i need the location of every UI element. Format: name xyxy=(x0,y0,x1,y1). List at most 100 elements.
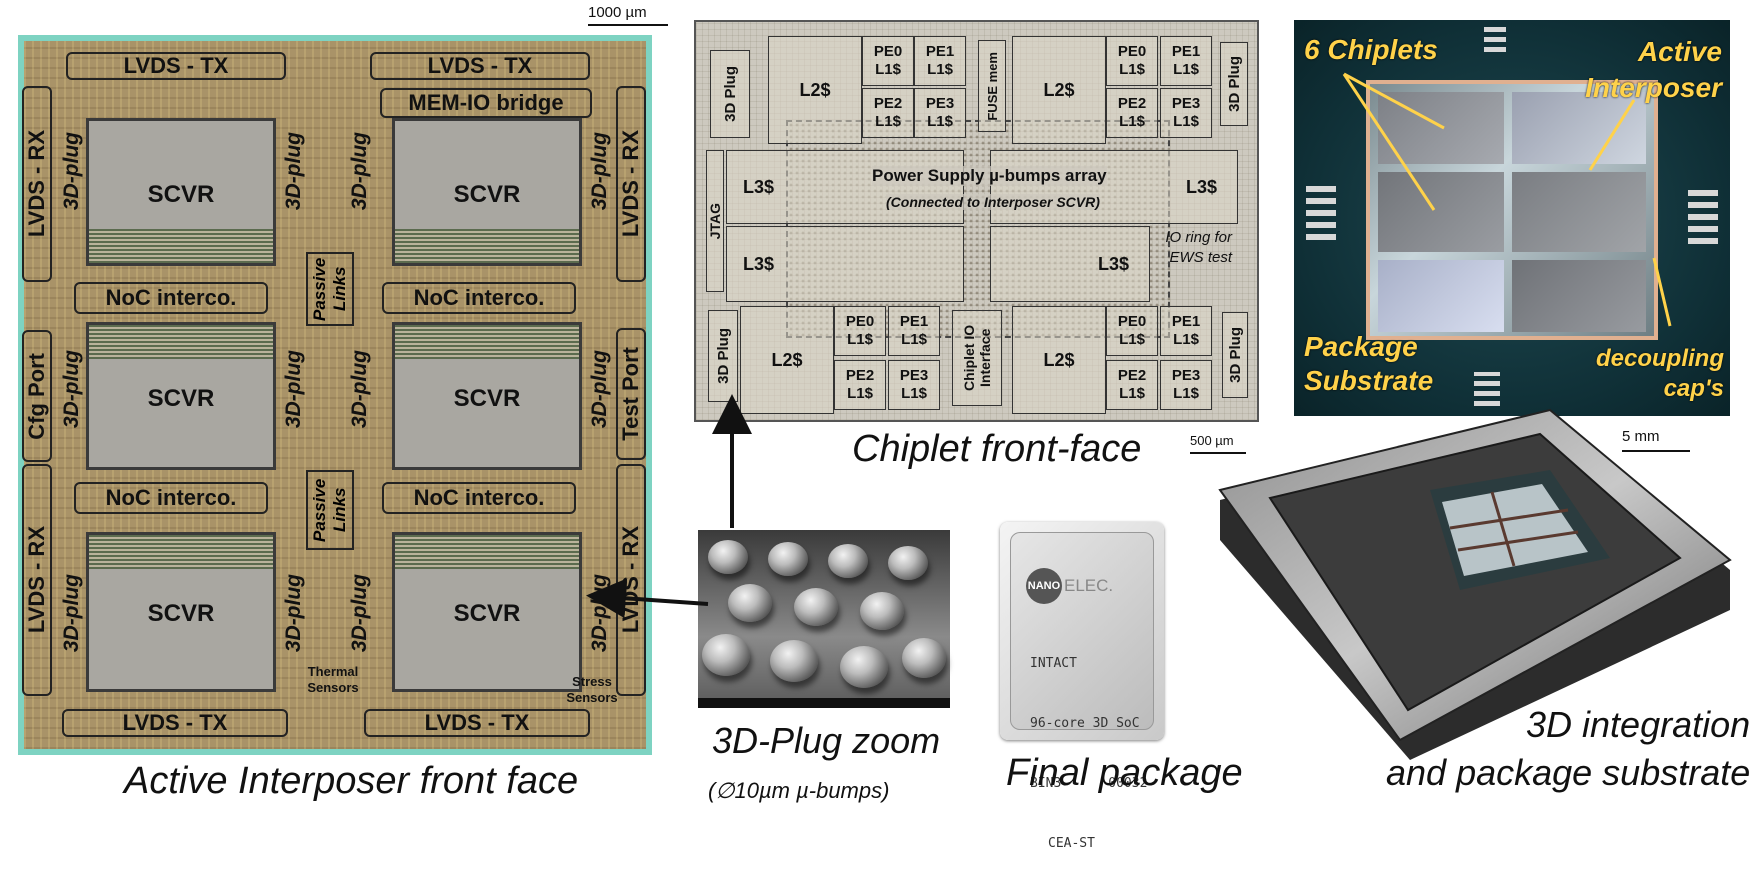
passive-links-lower: Passive Links xyxy=(306,470,354,550)
chiplet-io-interface: Chiplet IO Interface xyxy=(952,310,1002,406)
plug-zoom-caption: 3D-Plug zoom xyxy=(712,720,941,761)
final-package-lid xyxy=(1010,532,1154,730)
scvr-block: SCVR xyxy=(392,118,582,266)
power-supply-sub: (Connected to Interposer SCVR) xyxy=(886,194,1100,210)
chiplet-caption: Chiplet front-face xyxy=(852,428,1142,470)
scvr-block: SCVR xyxy=(86,322,276,470)
lvds-tx-bottom-left: LVDS - TX xyxy=(62,709,288,737)
decoupling-caps-label: decoupling cap's xyxy=(1596,345,1724,402)
l2-cache: L2$ xyxy=(1012,36,1106,144)
active-interposer-label: Active Interposer xyxy=(1585,36,1722,103)
l2-cache: L2$ xyxy=(768,36,862,144)
decoupling-caps-right xyxy=(1688,184,1718,244)
l2-cache: L2$ xyxy=(1012,306,1106,414)
test-port: Test Port xyxy=(616,328,646,460)
six-chiplets-label: 6 Chiplets xyxy=(1304,34,1438,65)
chiplet-square xyxy=(1378,260,1504,332)
plug-zoom-sub: (∅10µm µ-bumps) xyxy=(708,778,890,803)
package-substrate-label: Package Substrate xyxy=(1304,331,1434,396)
lvds-tx-bottom-right: LVDS - TX xyxy=(364,709,590,737)
micro-bump xyxy=(902,638,946,678)
lvds-tx-top-right: LVDS - TX xyxy=(370,52,590,80)
l3-cache: L3$ xyxy=(990,226,1150,302)
micro-bump xyxy=(708,540,748,574)
integration-caption-line1: 3D integration xyxy=(1526,704,1750,745)
stress-sensors-label: Stress Sensors xyxy=(566,674,618,705)
cfg-port: Cfg Port xyxy=(22,330,52,462)
noc-interco: NoC interco. xyxy=(382,282,576,314)
integration-caption-line2: and package substrate xyxy=(1386,752,1750,793)
fuse-mem: FUSE mem xyxy=(978,40,1006,132)
package-photo-arrows xyxy=(1342,72,1672,327)
nanoelec-logo-text: ELEC. xyxy=(1064,576,1114,595)
chiplet-3d-plug: 3D Plug xyxy=(1220,42,1248,126)
chiplet-square xyxy=(1512,92,1646,164)
lvds-rx-left-top: LVDS - RX xyxy=(22,86,52,282)
chiplet-square xyxy=(1512,172,1646,252)
l3-cache: L3$ xyxy=(726,150,964,224)
power-supply-title: Power Supply µ-bumps array xyxy=(872,166,1107,186)
l2-cache: L2$ xyxy=(740,306,834,414)
chiplet-3d-plug: 3D Plug xyxy=(710,50,750,138)
chiplet-square xyxy=(1512,260,1646,332)
nanoelec-logo: NANO ELEC. xyxy=(1026,568,1113,604)
integration-package xyxy=(1218,408,1732,760)
micro-bump xyxy=(768,542,808,576)
noc-interco: NoC interco. xyxy=(74,282,268,314)
micro-bump xyxy=(828,544,868,578)
micro-bump xyxy=(888,546,928,580)
lvds-tx-top-left: LVDS - TX xyxy=(66,52,286,80)
scvr-block: SCVR xyxy=(86,532,276,692)
micro-bump xyxy=(702,634,750,676)
io-ring-label: IO ring for EWS test xyxy=(1165,229,1232,266)
micro-bump xyxy=(860,592,904,630)
micro-bump xyxy=(840,646,888,688)
plug-zoom-image xyxy=(698,530,950,708)
scvr-block: SCVR xyxy=(392,322,582,470)
lvds-rx-left-bottom: LVDS - RX xyxy=(22,464,52,696)
l3-cache: L3$ xyxy=(990,150,1238,224)
chiplet-3d-plug: 3D Plug xyxy=(1222,312,1248,398)
micro-bump xyxy=(770,640,818,682)
decoupling-caps-left xyxy=(1306,180,1336,240)
thermal-sensors-label: Thermal Sensors xyxy=(307,664,359,695)
final-package-caption: Final package xyxy=(1006,752,1243,794)
micro-bump xyxy=(728,584,772,622)
decoupling-caps-bottom xyxy=(1474,372,1500,406)
connector-arrows xyxy=(586,394,752,619)
interposer-caption: Active Interposer front face xyxy=(124,760,579,802)
scvr-block: SCVR xyxy=(392,532,582,692)
interposer-scale-bar: 1000 µm xyxy=(588,4,668,26)
scvr-block: SCVR xyxy=(86,118,276,266)
lvds-rx-right-top: LVDS - RX xyxy=(616,86,646,282)
jtag-block: JTAG xyxy=(706,150,724,292)
mem-io-bridge: MEM-IO bridge xyxy=(380,88,592,118)
noc-interco: NoC interco. xyxy=(382,482,576,514)
decoupling-caps-top xyxy=(1484,24,1506,52)
l3-cache: L3$ xyxy=(726,226,964,302)
package-photo-scale-bar: 5 mm xyxy=(1622,428,1690,454)
micro-bump xyxy=(794,588,838,626)
final-package-marking: INTACT 96-core 3D SoC BIN3 00032 CEA-ST xyxy=(1030,656,1148,851)
chiplet-scale-bar: 500 µm xyxy=(1190,432,1246,456)
chiplet-square xyxy=(1378,172,1504,252)
noc-interco: NoC interco. xyxy=(74,482,268,514)
sem-info-bar xyxy=(698,698,950,708)
passive-links-upper: Passive Links xyxy=(306,252,354,326)
nanoelec-logo-badge: NANO xyxy=(1026,568,1062,604)
